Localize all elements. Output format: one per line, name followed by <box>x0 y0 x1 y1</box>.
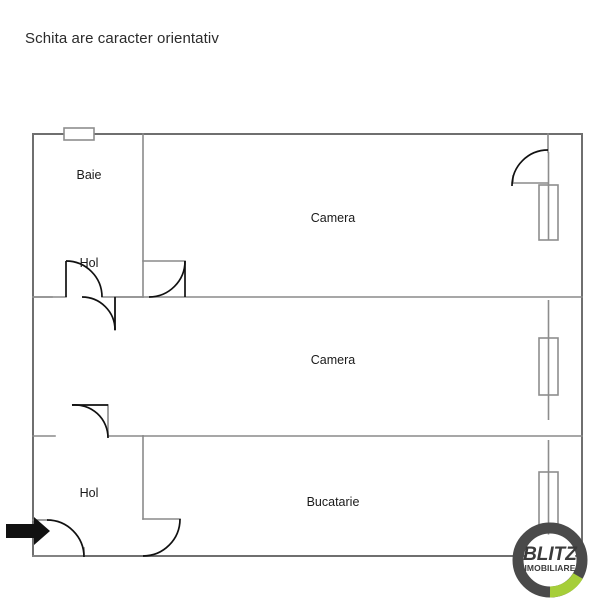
entrance-arrow-shape <box>6 517 50 545</box>
door-entry-arc <box>46 519 85 558</box>
page-title: Schita are caracter orientativ <box>25 30 219 47</box>
logo-ring-accent <box>549 572 583 598</box>
entrance-arrow <box>6 517 50 545</box>
room-label-camera-2: Camera <box>311 353 356 367</box>
door-bucatarie-arc <box>142 518 181 557</box>
room-label-hol-bottom: Hol <box>80 486 99 500</box>
door-baie-arc <box>65 260 103 298</box>
room-label-camera-1: Camera <box>311 211 356 225</box>
door-hol-mid-arc <box>81 296 116 331</box>
room-label-bucatarie: Bucatarie <box>307 495 360 509</box>
interior-walls <box>32 133 583 557</box>
logo-inner-disc <box>524 534 576 586</box>
room-labels: Baie Hol Camera Camera Hol Bucatarie <box>76 168 359 509</box>
logo-graphic: BLITZ IMOBILIARE <box>512 522 588 598</box>
door-hol-camera1-arc <box>148 260 186 298</box>
blitz-imobiliare-logo: BLITZ IMOBILIARE <box>508 518 592 598</box>
logo-brand-secondary: IMOBILIARE <box>524 563 575 573</box>
door-hol-bottom-arc <box>71 404 109 439</box>
windows <box>63 127 559 540</box>
doors <box>46 149 549 558</box>
window-baie-top <box>63 127 95 141</box>
door-camera1-arc <box>511 149 549 187</box>
room-label-hol-top: Hol <box>80 256 99 270</box>
room-label-baie: Baie <box>76 168 101 182</box>
logo-brand-primary: BLITZ <box>523 544 578 565</box>
outer-walls <box>32 133 583 557</box>
